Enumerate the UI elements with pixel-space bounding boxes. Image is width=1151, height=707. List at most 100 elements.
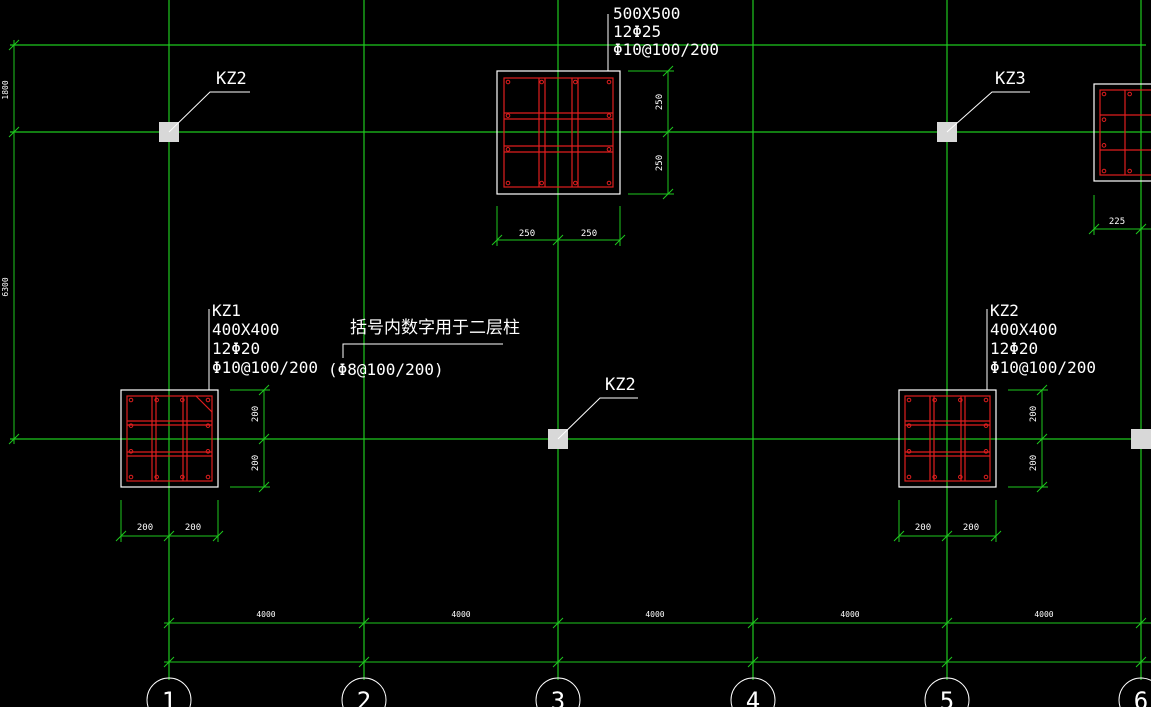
column-text-line-1: KZ1 [212, 301, 241, 320]
column-text-line-2: 400X400 [212, 320, 279, 339]
rebar-cage [1099, 89, 1151, 176]
rebar-dot [505, 113, 511, 118]
dim-h-2: 250 [581, 229, 597, 239]
rebar-cage [503, 77, 614, 188]
rebar-dot [573, 180, 578, 186]
rebar-dots [906, 397, 989, 480]
rebar-dot [539, 180, 544, 186]
column-text-line-2: 400X400 [990, 320, 1057, 339]
rebar-dots [128, 397, 211, 480]
marker-label: KZ2 [216, 69, 247, 89]
column-text-line-1: KZ2 [990, 301, 1019, 320]
rebar-dot [505, 79, 511, 85]
rebar-dot [128, 423, 134, 428]
rebar-dot [180, 474, 185, 480]
column-marker-kz2-a[interactable]: KZ2 [159, 69, 250, 142]
dim-h-1: 200 [137, 523, 153, 533]
rebar-dots [505, 79, 612, 186]
rebar-dot [128, 397, 134, 403]
rebar-dot [573, 79, 578, 85]
rebar-dot [606, 180, 612, 186]
rebar-dot [505, 180, 511, 186]
rebar-dot [1101, 168, 1107, 174]
rebar-dot [906, 474, 912, 480]
column-marker-square [1131, 429, 1151, 449]
column-detail-kz2[interactable]: KZ2 400X400 12Φ20 Φ10@100/200 200 200 20… [893, 301, 1096, 542]
column-detail-edge[interactable]: 225 [1088, 83, 1151, 235]
rebar-dot [606, 113, 612, 118]
rebar-dot [154, 397, 159, 403]
column-text-line-3: 12Φ20 [990, 339, 1038, 358]
rebar-dot [505, 147, 511, 152]
rebar-dot [983, 474, 989, 480]
rebar-dot [539, 79, 544, 85]
axis-label-5: 5 [940, 687, 954, 707]
marker-label: KZ3 [995, 69, 1026, 89]
column-outline [120, 389, 219, 488]
rebar-dot [205, 449, 211, 454]
rebar-dot [958, 397, 963, 403]
axis-bubble-4 [730, 677, 776, 707]
rebar-dot [1101, 143, 1107, 148]
dim-h-1: 200 [915, 523, 931, 533]
rebar-dot [154, 474, 159, 480]
column-text-line-4: Φ10@100/200 [212, 358, 318, 377]
column-detail-top[interactable]: 500X500 12Φ25 Φ10@100/200 250 250 250 25… [491, 4, 719, 246]
rebar-dot [983, 397, 989, 403]
rebar-dot [906, 449, 912, 454]
axis-bubble-1 [146, 677, 192, 707]
rebar-dot [932, 397, 937, 403]
dim-h-2: 200 [963, 523, 979, 533]
rebar-cage [126, 395, 213, 482]
column-outline [898, 389, 997, 488]
column-text-line-3: Φ10@100/200 [613, 40, 719, 59]
left-dim-text-1: 1800 [1, 80, 10, 99]
column-text-line-2: 12Φ25 [613, 22, 661, 41]
span-dimensions: 4000 4000 4000 4000 4000 [163, 610, 1151, 668]
rebar-dot [1127, 168, 1132, 174]
column-outline [496, 70, 621, 195]
axis-label-6: 6 [1134, 687, 1148, 707]
span-text-4: 4000 [840, 610, 859, 619]
axis-label-1: 1 [162, 687, 176, 707]
span-text-3: 4000 [645, 610, 664, 619]
column-text-line-4: Φ10@100/200 [990, 358, 1096, 377]
dim-v-1: 200 [251, 406, 261, 422]
dim-v-2: 200 [1029, 455, 1039, 471]
column-text-line-1: 500X500 [613, 4, 680, 23]
rebar-dot [180, 397, 185, 403]
column-marker-kz2-b[interactable]: KZ2 [548, 375, 638, 449]
column-detail-kz1[interactable]: KZ1 400X400 12Φ20 Φ10@100/200 200 200 20… [115, 301, 318, 542]
axis-bubble-5 [924, 677, 970, 707]
column-text-line-3: 12Φ20 [212, 339, 260, 358]
rebar-dot [205, 423, 211, 428]
rebar-cage [904, 395, 991, 482]
dim-v-1: 250 [655, 94, 665, 110]
rebar-dot [906, 397, 912, 403]
rebar-dot [983, 423, 989, 428]
column-marker-kz3[interactable]: KZ3 [937, 69, 1030, 142]
dim-h-1: 225 [1109, 217, 1125, 227]
span-text-5: 4000 [1034, 610, 1053, 619]
note-text: 括号内数字用于二层柱 [350, 318, 520, 338]
column-outline [1093, 83, 1151, 182]
axis-label-2: 2 [357, 687, 371, 707]
rebar-dots [1101, 91, 1132, 174]
span-text-2: 4000 [451, 610, 470, 619]
column-marker-edge[interactable] [1131, 429, 1151, 449]
dim-v-2: 250 [655, 155, 665, 171]
rebar-dot [983, 449, 989, 454]
rebar-dot [932, 474, 937, 480]
span-text-1: 4000 [256, 610, 275, 619]
rebar-dot [128, 474, 134, 480]
left-dimension: 1800 6300 [1, 39, 20, 445]
dim-h-2: 200 [185, 523, 201, 533]
dim-v-1: 200 [1029, 406, 1039, 422]
dim-h-1: 250 [519, 229, 535, 239]
axis-bubble-6 [1118, 677, 1151, 707]
axis-label-4: 4 [746, 687, 760, 707]
rebar-dot [205, 397, 211, 403]
rebar-dot [1101, 91, 1107, 97]
axis-grid [10, 0, 1151, 680]
